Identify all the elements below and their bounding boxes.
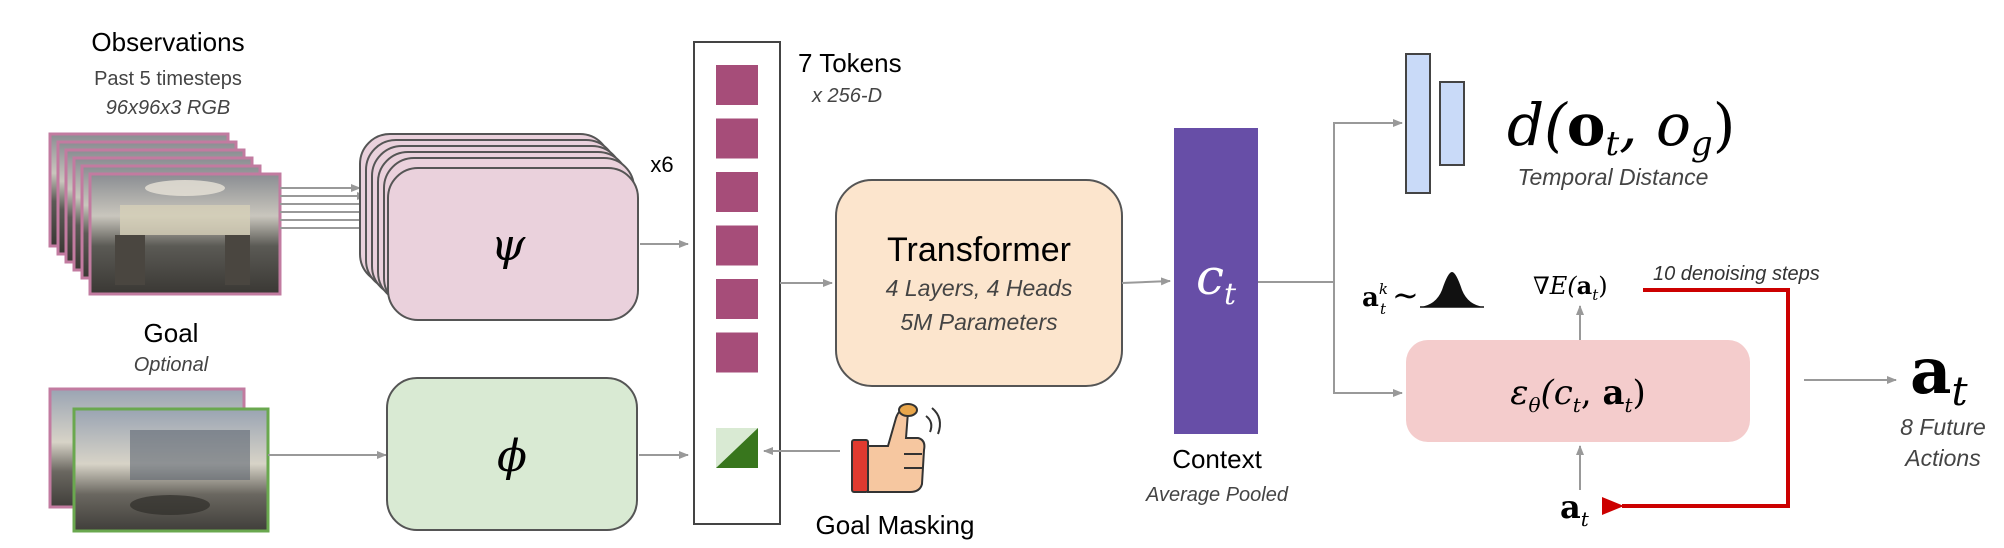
distance-formula-close: ) <box>1713 91 1736 159</box>
observations-timesteps: Past 5 timesteps <box>94 68 242 90</box>
token <box>716 332 758 373</box>
observations-title: Observations <box>91 27 244 57</box>
phi-encoder <box>386 377 638 531</box>
distance-formula-o: o <box>1567 91 1606 159</box>
distance-label: Temporal Distance <box>1518 164 1709 190</box>
gaussian-noise-icon <box>1420 272 1484 308</box>
distance-formula: d(ot, og) <box>1507 91 1735 164</box>
noise-tilde: ∼ <box>1392 276 1419 314</box>
transformer-parameters: 5M Parameters <box>900 309 1058 335</box>
transformer-to-context-arrow <box>1121 277 1171 286</box>
psi-encoder <box>359 133 639 321</box>
goal-subtitle: Optional <box>134 354 209 376</box>
context-subtitle: Average Pooled <box>1145 484 1289 506</box>
eps-close: ) <box>1633 373 1646 413</box>
observations-resolution: 96x96x3 RGB <box>106 97 231 119</box>
observations-header: Observations Past 5 timesteps 96x96x3 RG… <box>91 27 244 119</box>
distance-head-layer <box>1405 53 1431 194</box>
distance-formula-gsub: g <box>1691 124 1713 164</box>
phi-symbol: ϕ <box>497 431 527 482</box>
thumbs-up-icon <box>851 403 941 493</box>
goal-header: Goal Optional <box>134 318 209 376</box>
token <box>716 225 758 266</box>
distance-formula-osub: t <box>1605 124 1619 164</box>
distance-formula-comma: , o <box>1619 91 1691 159</box>
denoising-loop-arrow <box>1602 288 1790 515</box>
token-list <box>716 65 758 373</box>
token <box>716 118 758 159</box>
observation-frame-front <box>88 172 282 296</box>
tokens-title: 7 Tokens <box>798 48 902 78</box>
transformer-layers: 4 Layers, 4 Heads <box>886 275 1073 301</box>
goal-masking-label: Goal Masking <box>816 510 975 540</box>
energy-gradient-formula: ∇E(at) <box>1533 271 1608 304</box>
eps-asub: t <box>1625 393 1634 417</box>
observation-image-stack <box>48 132 282 296</box>
grad-sub: t <box>1592 286 1599 304</box>
token <box>716 65 758 105</box>
output-a: a <box>1910 334 1951 409</box>
goal-image-stack <box>48 387 270 533</box>
token <box>716 172 758 212</box>
tokens-dimension: x 256-D <box>811 85 882 107</box>
goal-token <box>716 428 758 468</box>
transformer-title: Transformer <box>887 231 1071 269</box>
goal-title: Goal <box>144 318 199 348</box>
noise-a: a <box>1362 283 1379 313</box>
grad-close: ) <box>1598 272 1607 300</box>
context-vector <box>1174 128 1258 434</box>
eps-csub: t <box>1573 393 1582 417</box>
token <box>716 279 758 319</box>
output-label-line1: 8 Future <box>1900 414 1986 440</box>
psi-encoder-front <box>387 167 639 321</box>
context-symbol: ct <box>1196 248 1237 312</box>
grad-prefix: ∇E( <box>1533 272 1577 300</box>
noisy-action-label: at <box>1560 488 1590 531</box>
output-label-line2: Actions <box>1903 445 1981 471</box>
eps-theta: θ <box>1528 393 1540 417</box>
eps-a: a <box>1602 373 1624 413</box>
bottom-a: a <box>1560 488 1581 526</box>
noise-prediction-formula: εθ(ct, at) <box>1510 373 1646 417</box>
psi-multiplier: x6 <box>650 152 673 177</box>
distance-head-layer <box>1439 81 1465 166</box>
context-to-diffusion-arrow <box>1333 282 1403 397</box>
denoising-steps-label: 10 denoising steps <box>1653 263 1820 285</box>
eps-mid: , <box>1581 373 1603 413</box>
context-to-distance-arrow <box>1258 119 1403 283</box>
grad-a: a <box>1577 271 1593 300</box>
context-title: Context <box>1172 444 1262 474</box>
noise-sub: t <box>1380 300 1387 318</box>
bottom-sub: t <box>1581 507 1590 531</box>
context-symbol-main: c <box>1196 248 1224 306</box>
output-sub: t <box>1951 369 1968 415</box>
eps-open: (c <box>1540 373 1572 413</box>
psi-symbol: ψ <box>491 220 526 271</box>
eps-symbol: ε <box>1510 373 1528 413</box>
distance-formula-f: d( <box>1507 91 1568 159</box>
output-action-symbol: at <box>1910 334 1968 415</box>
noise-prediction-network <box>1406 340 1750 442</box>
goal-frame-front <box>72 407 270 533</box>
context-symbol-sub: t <box>1224 277 1237 312</box>
context-branch-arrows <box>1258 119 1403 397</box>
noise-sup: k <box>1379 280 1388 298</box>
